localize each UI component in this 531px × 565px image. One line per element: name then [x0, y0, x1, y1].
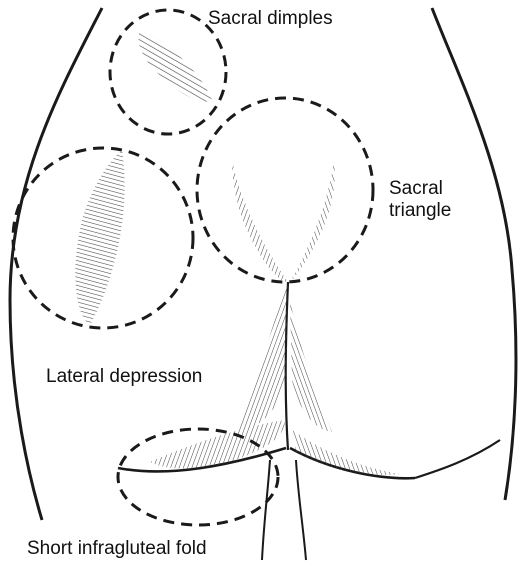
- sacral-triangle-label-line1: Sacral: [389, 178, 451, 200]
- right-inner-thigh-line: [296, 460, 306, 560]
- natal-cleft-shading-right: [290, 300, 332, 432]
- left-gluteal-fold-shading: [150, 420, 285, 468]
- right-thigh-outline: [415, 440, 500, 478]
- lateral-depression-shading: [75, 150, 124, 325]
- short-infragluteal-fold-label: Short infragluteal fold: [27, 538, 207, 560]
- natal-cleft-shading: [238, 282, 288, 430]
- sacral-dimples-label: Sacral dimples: [208, 8, 333, 30]
- sacral-dimple-shading: [138, 30, 212, 102]
- sacral-triangle-label-line2: triangle: [389, 200, 451, 222]
- left-inner-thigh-line: [262, 460, 270, 560]
- sacral-triangle-left-shading: [232, 160, 288, 282]
- sacral-triangle-label: Sacral triangle: [389, 178, 451, 222]
- sacral-triangle-circle: [197, 98, 373, 282]
- right-gluteal-fold-shading: [292, 430, 400, 475]
- lateral-depression-label: Lateral depression: [46, 366, 202, 388]
- right-flank-outline: [432, 8, 516, 500]
- sacral-triangle-right-shading: [290, 160, 335, 282]
